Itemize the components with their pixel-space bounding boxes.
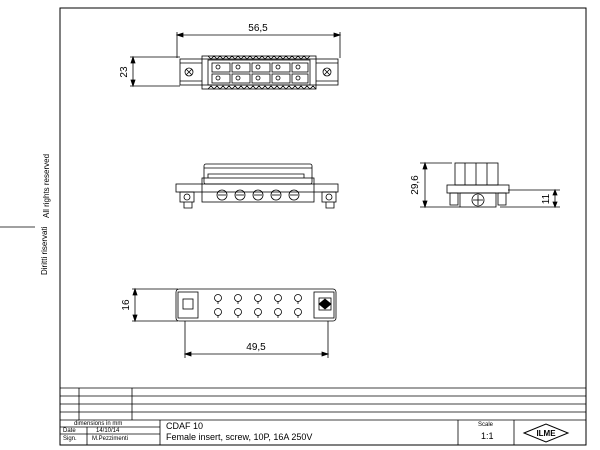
dim-side-low: 11 <box>541 193 552 204</box>
units-note: dimensions in mm <box>74 421 123 427</box>
product-code: CDAF 10 <box>166 421 204 431</box>
dim-bottom-width: 49,5 <box>246 342 266 353</box>
title-block-grid <box>60 387 586 445</box>
scale-value: 1:1 <box>481 431 494 441</box>
dim-top-height: 23 <box>119 66 130 78</box>
bottom-view <box>132 287 337 358</box>
date-value: 14/10/14 <box>96 428 120 434</box>
middle-view <box>175 163 339 209</box>
ilme-logo: ILME <box>522 423 570 443</box>
dim-top-width: 56,5 <box>248 23 268 34</box>
date-label: Date <box>63 428 76 434</box>
dim-side-height: 29,6 <box>410 175 421 195</box>
rights-text: All rights reserved <box>42 153 51 218</box>
sign-value: M.Pezzimenti <box>92 436 129 442</box>
product-description: Female insert, screw, 10P, 16A 250V <box>166 432 313 442</box>
dim-bottom-height: 16 <box>121 299 132 311</box>
top-view <box>130 32 342 90</box>
right-view <box>420 161 560 209</box>
rights-text-it: Diritti riservati <box>40 226 49 275</box>
sheet-border <box>59 7 587 446</box>
logo-text: ILME <box>536 429 556 438</box>
scale-label: Scale <box>478 422 494 428</box>
sign-label: Sign. <box>63 436 77 442</box>
